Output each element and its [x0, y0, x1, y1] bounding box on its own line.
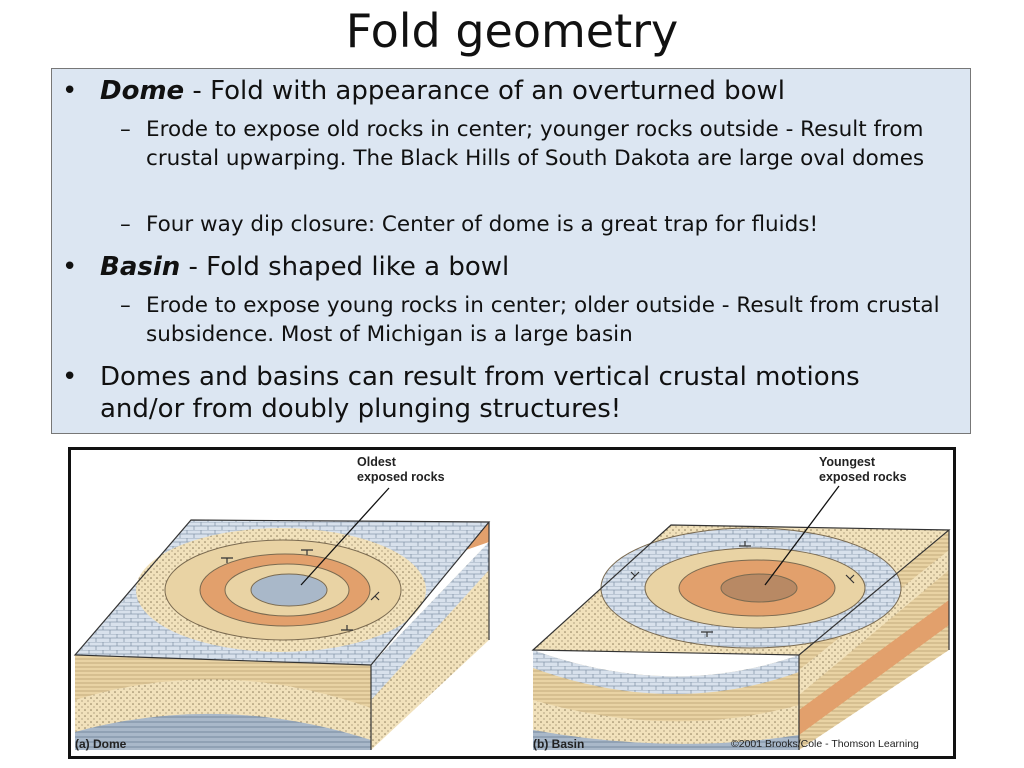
bullet-text: Domes and basins can result from vertica… [100, 362, 860, 424]
sub-bullet: – Four way dip closure: Center of dome i… [120, 210, 950, 239]
bullet-domes-basins: • Domes and basins can result from verti… [62, 361, 952, 425]
copyright-credit: ©2001 Brooks/Cole - Thomson Learning [731, 738, 919, 750]
dome-block [73, 487, 491, 750]
sub-bullet-text: Erode to expose old rocks in center; you… [146, 117, 925, 171]
basin-block [531, 485, 951, 750]
bullet-icon: • [62, 252, 78, 282]
dome-label-line2: exposed rocks [357, 470, 445, 484]
sub-bullet: – Erode to expose old rocks in center; y… [120, 115, 950, 173]
bullet-basin: • Basin - Fold shaped like a bowl [62, 251, 952, 283]
slide-title: Fold geometry [345, 4, 679, 58]
term-basin: Basin [100, 252, 181, 282]
dash-icon: – [120, 293, 131, 318]
bullet-text: - Fold with appearance of an overturned … [184, 76, 785, 106]
dash-icon: – [120, 117, 131, 142]
basin-label-line1: Youngest [819, 455, 876, 469]
caption-dome: (a) Dome [75, 737, 127, 751]
caption-basin: (b) Basin [533, 737, 584, 751]
bullet-dome: • Dome - Fold with appearance of an over… [62, 75, 952, 107]
sub-bullet: – Erode to expose young rocks in center;… [120, 291, 950, 349]
sub-bullet-text: Erode to expose young rocks in center; o… [146, 293, 940, 347]
text-box: • Dome - Fold with appearance of an over… [51, 68, 971, 434]
dome-label-line1: Oldest [357, 455, 397, 469]
fold-diagram: Oldest exposed rocks [73, 455, 951, 751]
term-dome: Dome [100, 76, 185, 106]
sub-bullet-text: Four way dip closure: Center of dome is … [146, 212, 819, 237]
fold-figure: Oldest exposed rocks [68, 447, 956, 759]
dash-icon: – [120, 212, 131, 237]
bullet-icon: • [62, 362, 78, 392]
bullet-text: - Fold shaped like a bowl [180, 252, 510, 282]
basin-label-line2: exposed rocks [819, 470, 907, 484]
bullet-icon: • [62, 76, 78, 106]
